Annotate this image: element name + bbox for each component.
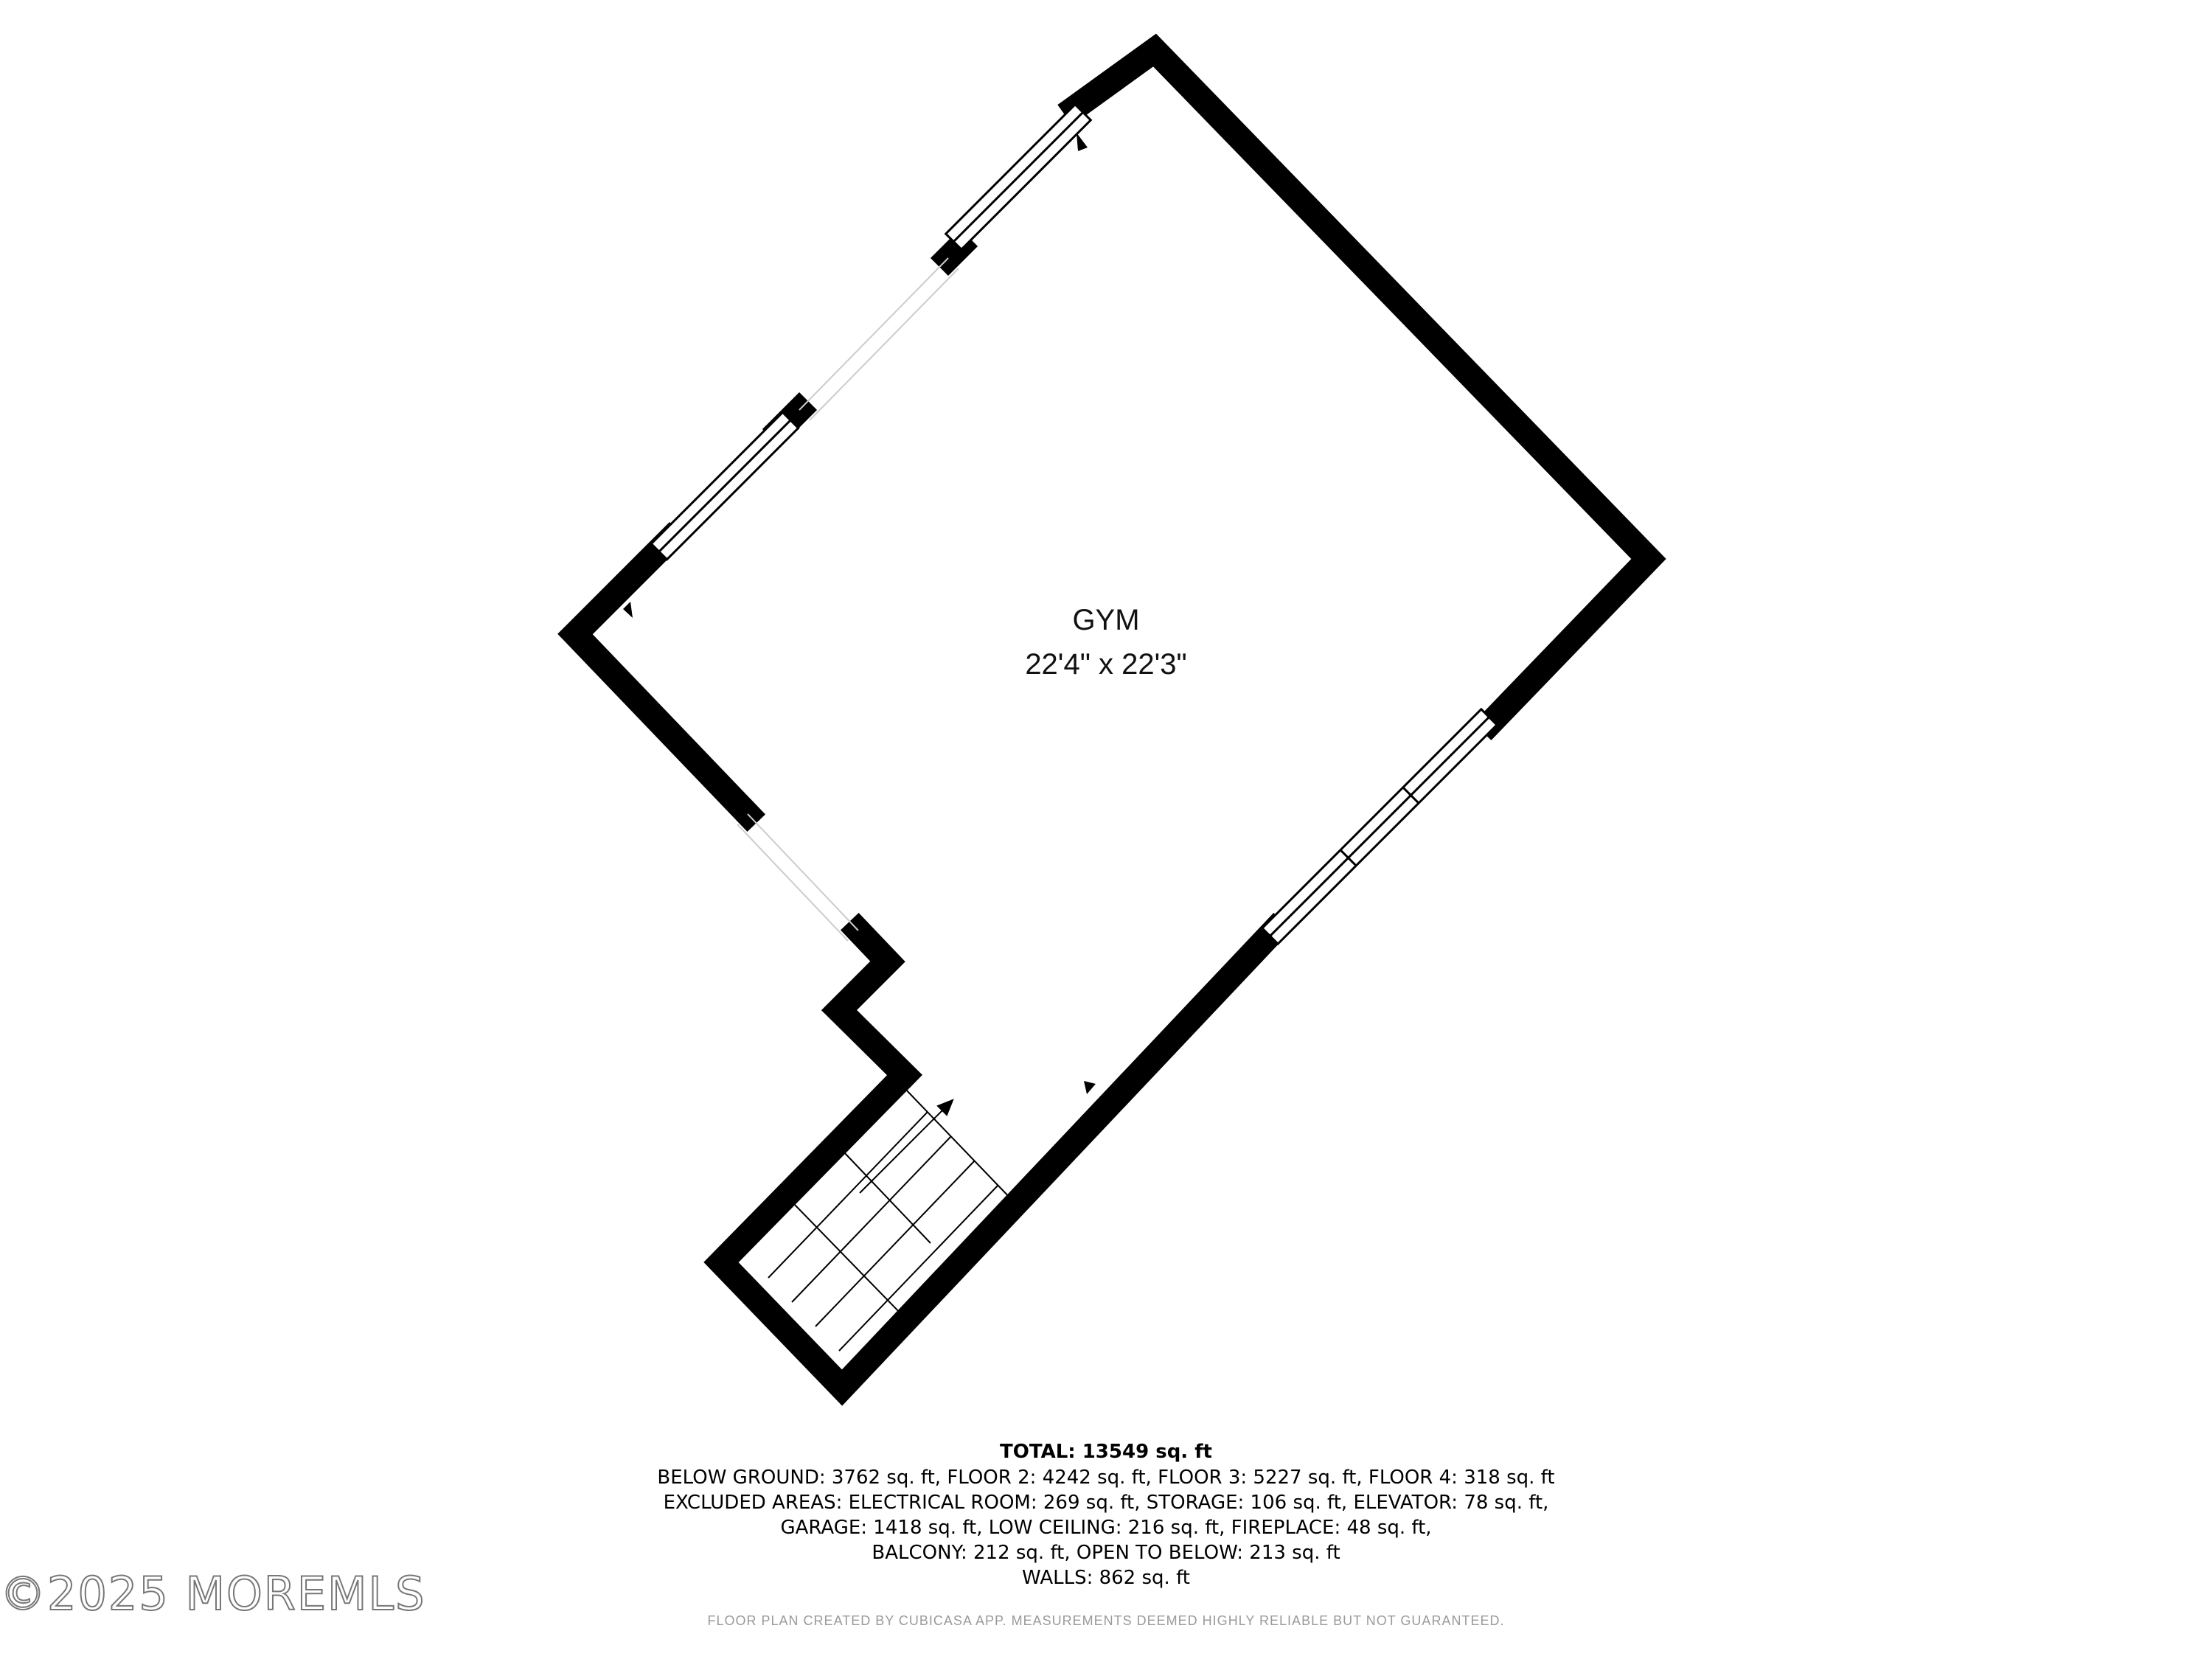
summary-line: BELOW GROUND: 3762 sq. ft, FLOOR 2: 4242… xyxy=(657,1467,1555,1489)
wall-north-east xyxy=(1057,33,1666,741)
wall-west xyxy=(557,521,766,832)
summary-line: EXCLUDED AREAS: ELECTRICAL ROOM: 269 sq.… xyxy=(663,1492,1549,1514)
window-west xyxy=(650,411,800,561)
stairs xyxy=(744,1087,1015,1352)
opening-south-west xyxy=(747,813,859,931)
room-dimensions-label: 22'4" x 22'3" xyxy=(1025,648,1187,681)
opening-south-west-inner xyxy=(737,824,849,942)
wall-south-east xyxy=(703,912,1293,1406)
summary-line: BALCONY: 212 sq. ft, OPEN TO BELOW: 213 … xyxy=(872,1542,1340,1564)
window-east xyxy=(1260,707,1499,946)
openings xyxy=(737,257,959,942)
watermark: ©2025 MOREMLS xyxy=(0,1566,426,1621)
window-north xyxy=(944,102,1093,251)
disclaimer: FLOOR PLAN CREATED BY CUBICASA APP. MEAS… xyxy=(707,1613,1505,1628)
stairs-arrow-icon xyxy=(936,1099,954,1116)
wall-segment-north xyxy=(930,228,978,276)
summary-line: WALLS: 862 sq. ft xyxy=(1022,1567,1190,1589)
room-name-label: GYM xyxy=(1072,604,1140,636)
total-area: TOTAL: 13549 sq. ft xyxy=(1000,1441,1212,1463)
opening-north xyxy=(799,257,949,411)
windows xyxy=(650,102,1499,946)
summary-line: GARAGE: 1418 sq. ft, LOW CEILING: 216 sq… xyxy=(780,1517,1432,1539)
door-markers xyxy=(623,133,1612,1094)
opening-north-inner xyxy=(809,268,959,421)
